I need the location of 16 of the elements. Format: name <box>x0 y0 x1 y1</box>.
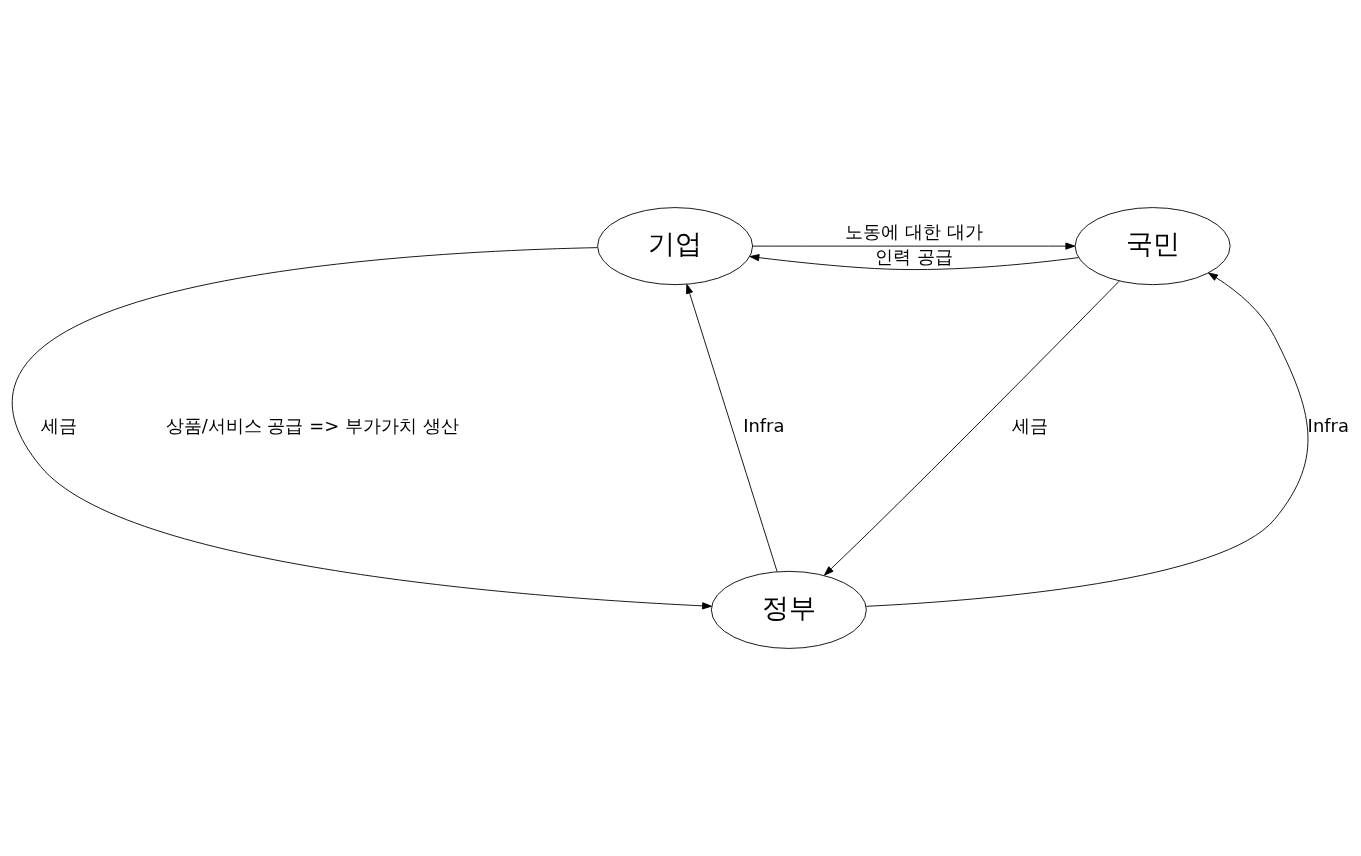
arrow <box>865 272 1309 607</box>
edge-label: 인력 공급 <box>875 246 953 268</box>
label: 상품/서비스 공급 => 부가가치 생산 <box>165 415 459 437</box>
arrow <box>824 280 1120 576</box>
node-ellipse: 정부 <box>710 570 867 649</box>
node-ellipse: 국민 <box>1074 207 1231 286</box>
arrow <box>752 242 1076 250</box>
node-ellipse: 기업 <box>597 207 754 286</box>
edge-label: 세금 <box>41 415 78 437</box>
edge-label: 세금 <box>1012 415 1049 437</box>
edge-label: Infra <box>743 415 785 437</box>
arrow <box>14 247 712 610</box>
arrow <box>686 283 778 572</box>
edge-label: 노동에 대한 대가 <box>845 221 983 243</box>
edge-label: Infra <box>1307 415 1349 437</box>
arrow <box>749 254 1080 270</box>
